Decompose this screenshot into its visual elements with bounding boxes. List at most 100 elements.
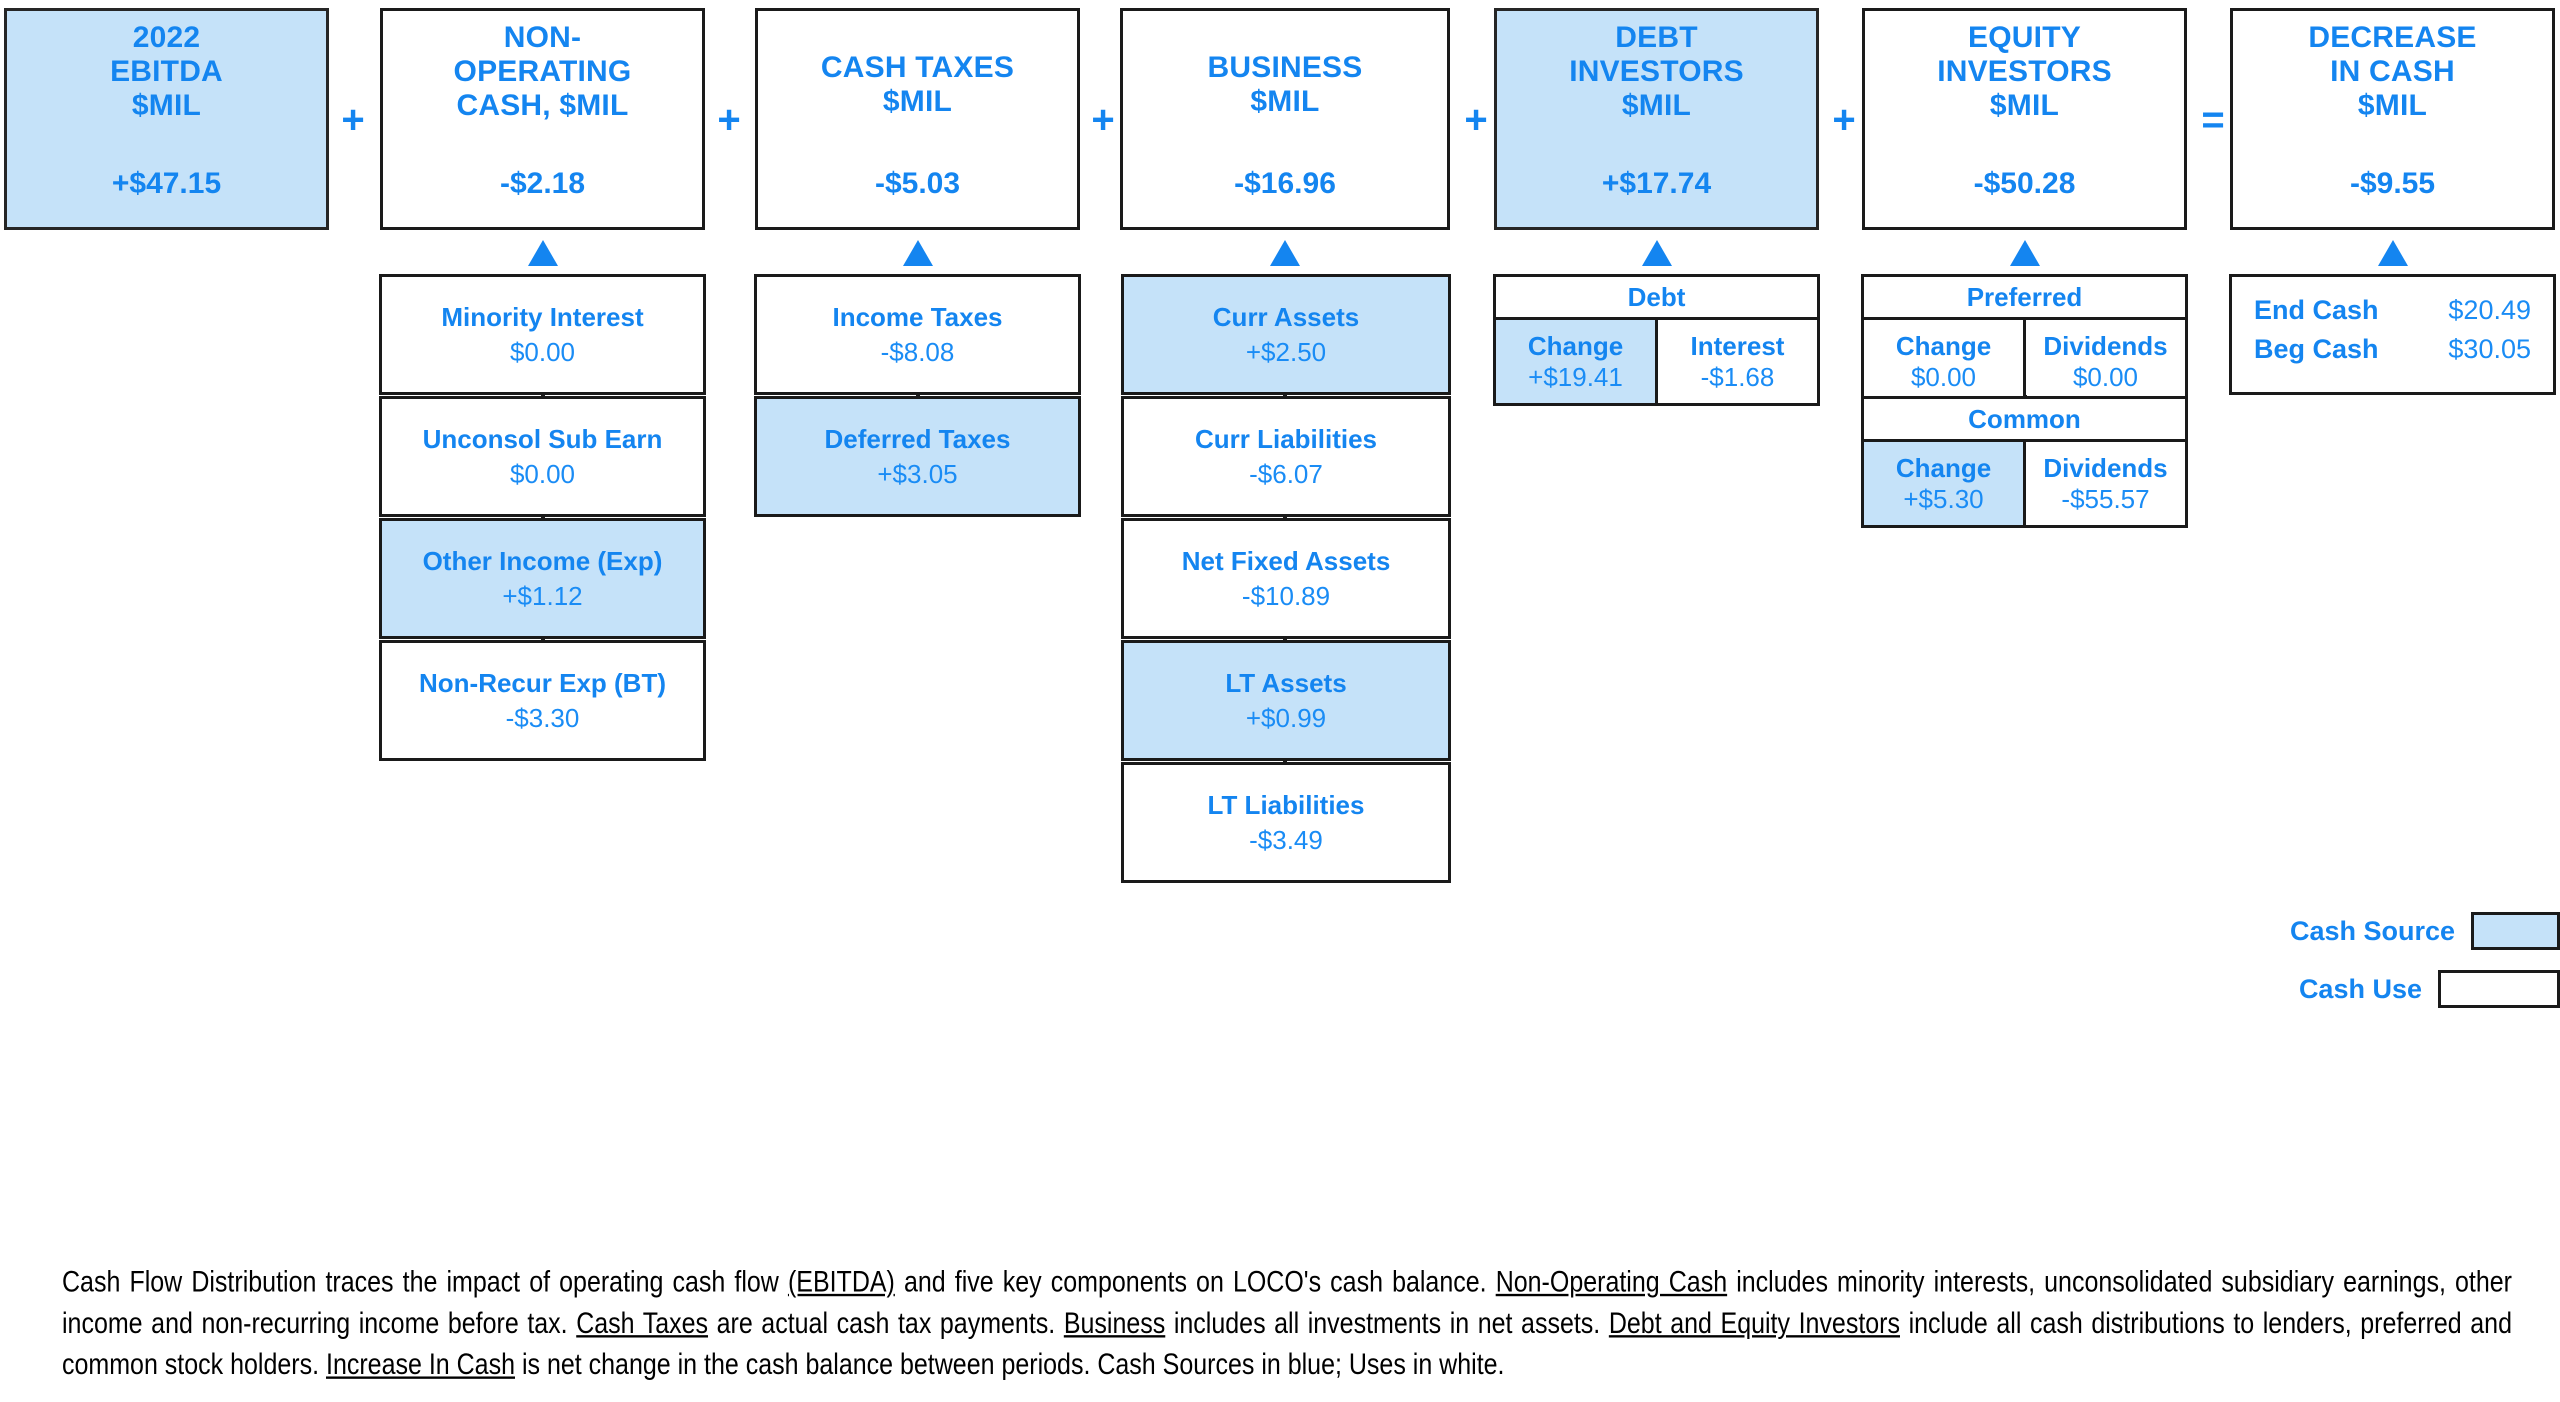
sub-box-value: +$1.12: [502, 580, 583, 611]
header-box-debt-investors[interactable]: DEBT INVESTORS $MIL +$17.74: [1494, 8, 1819, 230]
mini-table-cell-value: +$5.30: [1903, 483, 1984, 514]
header-box-cash-taxes[interactable]: CASH TAXES $MIL -$5.03: [755, 8, 1080, 230]
header-title-line: EBITDA: [110, 55, 223, 88]
arrow-up-icon: [527, 240, 558, 266]
sub-box-label: LT Liabilities: [1207, 789, 1365, 820]
sub-box-minority-interest[interactable]: Minority Interest $0.00: [379, 274, 706, 395]
footnote-underlined-term: Debt and Equity Investors: [1608, 1306, 1900, 1340]
cash-summary-label: Beg Cash: [2254, 334, 2379, 364]
cash-summary-row-beg-cash: Beg Cash $30.05: [2254, 334, 2531, 365]
sub-box-net-fixed-assets[interactable]: Net Fixed Assets -$10.89: [1121, 518, 1451, 639]
column-cash-taxes: CASH TAXES $MIL -$5.03 Income Taxes -$8.…: [754, 8, 1081, 517]
header-title-line: 2022: [132, 21, 201, 54]
legend-swatch-cash-source: [2471, 912, 2560, 950]
operator-plus-3: +: [1091, 98, 1115, 142]
sub-box-value: +$2.50: [1245, 336, 1327, 367]
header-box-equity-investors[interactable]: EQUITY INVESTORS $MIL -$50.28: [1862, 8, 2187, 230]
cash-summary-box[interactable]: End Cash $20.49 Beg Cash $30.05: [2229, 274, 2556, 395]
mini-table-cell-label: Change: [1895, 452, 1992, 483]
footnote-underlined-term: Increase In Cash: [326, 1348, 515, 1382]
footnote-underlined-term: Business: [1063, 1306, 1166, 1340]
operator-plus-5: +: [1832, 98, 1856, 142]
column-non-operating-cash: NON- OPERATING CASH, $MIL -$2.18 Minorit…: [379, 8, 706, 761]
sub-box-value: -$6.07: [1249, 458, 1323, 489]
legend: Cash Source Cash Use: [2290, 912, 2560, 1028]
cash-flow-distribution-diagram: 2022 EBITDA $MIL +$47.15 + NON- OPERATIN…: [4, 8, 2556, 883]
legend-swatch-cash-use: [2438, 970, 2560, 1008]
cash-summary-label: End Cash: [2254, 295, 2379, 325]
legend-label-cash-use: Cash Use: [2298, 973, 2422, 1004]
sub-box-label: LT Assets: [1225, 667, 1347, 698]
header-value-debt-investors: +$17.74: [1601, 167, 1712, 200]
header-value-non-operating-cash: -$2.18: [499, 167, 586, 200]
header-box-decrease-in-cash[interactable]: DECREASE IN CASH $MIL -$9.55: [2230, 8, 2555, 230]
column-equity-investors: EQUITY INVESTORS $MIL -$50.28 Preferred …: [1861, 8, 2188, 528]
header-box-ebitda[interactable]: 2022 EBITDA $MIL +$47.15: [4, 8, 329, 230]
mini-table-cell-interest[interactable]: Interest -$1.68: [1655, 320, 1817, 403]
header-title-line: INVESTORS: [1569, 55, 1744, 88]
mini-table-cell-change[interactable]: Change +$5.30: [1864, 442, 2023, 525]
sub-box-label: Curr Liabilities: [1194, 423, 1378, 454]
legend-label-cash-source: Cash Source: [2290, 915, 2456, 946]
footnote-text-segment: and five key components on LOCO's cash b…: [894, 1265, 1496, 1299]
header-box-business[interactable]: BUSINESS $MIL -$16.96: [1120, 8, 1450, 230]
arrow-up-icon: [902, 240, 933, 266]
mini-table-cell-value: -$1.68: [1700, 361, 1775, 392]
mini-table-heading: Debt: [1496, 277, 1817, 320]
footnote-text-segment: Sources in blue; Uses in white.: [1162, 1348, 1505, 1382]
arrow-up-icon: [1641, 240, 1672, 266]
sub-box-non-recur-exp-bt[interactable]: Non-Recur Exp (BT) -$3.30: [379, 640, 706, 761]
footnote-underlined-term: Non-Operating Cash: [1495, 1265, 1728, 1299]
sub-box-value: -$8.08: [880, 336, 955, 367]
header-title-line: NON-: [503, 21, 582, 54]
header-title-line: EQUITY: [1968, 21, 2081, 54]
mini-table-cell-change[interactable]: Change +$19.41: [1496, 320, 1655, 403]
arrow-up-icon: [2009, 240, 2040, 266]
column-ebitda: 2022 EBITDA $MIL +$47.15: [4, 8, 329, 230]
sub-box-label: Income Taxes: [832, 301, 1003, 332]
sub-box-label: Non-Recur Exp (BT): [419, 667, 666, 698]
mini-table-cell-label: Dividends: [2043, 330, 2168, 361]
arrow-up-icon: [1270, 240, 1300, 266]
mini-table-preferred[interactable]: Preferred Change $0.00 Dividends $0.00: [1861, 274, 2188, 406]
sub-box-income-taxes[interactable]: Income Taxes -$8.08: [754, 274, 1081, 395]
mini-table-cell-dividends[interactable]: Dividends -$55.57: [2023, 442, 2185, 525]
mini-table-common[interactable]: Common Change +$5.30 Dividends -$55.57: [1861, 396, 2188, 528]
sub-box-curr-assets[interactable]: Curr Assets +$2.50: [1121, 274, 1451, 395]
footnote-text-segment: include all cash distributions to lender…: [62, 1306, 2512, 1382]
mini-table-debt[interactable]: Debt Change +$19.41 Interest -$1.68: [1493, 274, 1820, 406]
header-box-non-operating-cash[interactable]: NON- OPERATING CASH, $MIL -$2.18: [380, 8, 705, 230]
legend-row-cash-use: Cash Use: [2290, 970, 2560, 1008]
operator-plus-4: +: [1464, 98, 1488, 142]
mini-table-cell-value: +$19.41: [1528, 361, 1623, 392]
mini-table-cell-value: $0.00: [1910, 361, 1977, 392]
sub-box-value: $0.00: [509, 458, 576, 489]
sub-box-lt-assets[interactable]: LT Assets +$0.99: [1121, 640, 1451, 761]
cash-summary-row-end-cash: End Cash $20.49: [2254, 295, 2531, 326]
footnote-text-segment: includes all investments in net assets.: [1165, 1306, 1601, 1340]
header-value-business: -$16.96: [1234, 167, 1336, 200]
sub-box-label: Curr Assets: [1212, 301, 1360, 332]
header-value-decrease-in-cash: -$9.55: [2349, 167, 2436, 200]
column-decrease-in-cash: DECREASE IN CASH $MIL -$9.55 End Cash $2…: [2229, 8, 2556, 395]
sub-box-deferred-taxes[interactable]: Deferred Taxes +$3.05: [754, 396, 1081, 517]
header-title-line: CASH, $MIL: [456, 89, 629, 122]
sub-box-other-income-exp[interactable]: Other Income (Exp) +$1.12: [379, 518, 706, 639]
sub-box-value: -$3.49: [1249, 824, 1323, 855]
sub-box-label: Net Fixed Assets: [1181, 545, 1391, 576]
sub-box-curr-liabilities[interactable]: Curr Liabilities -$6.07: [1121, 396, 1451, 517]
footnote-text-segment: Cash Flow Distribution traces the impact…: [62, 1265, 788, 1299]
sub-box-lt-liabilities[interactable]: LT Liabilities -$3.49: [1121, 762, 1451, 883]
mini-table-cell-change[interactable]: Change $0.00: [1864, 320, 2023, 403]
header-title-line: $MIL: [2357, 89, 2428, 122]
mini-table-cell-label: Interest: [1690, 330, 1785, 361]
header-title-line: $MIL: [131, 89, 202, 122]
mini-table-cell-dividends[interactable]: Dividends $0.00: [2023, 320, 2185, 403]
footnote-text-segment: are actual cash tax payments.: [708, 1306, 1064, 1340]
sub-box-unconsol-sub-earn[interactable]: Unconsol Sub Earn $0.00: [379, 396, 706, 517]
header-value-ebitda: +$47.15: [111, 167, 222, 200]
mini-table-cell-value: $0.00: [2072, 361, 2139, 392]
header-title-line: DECREASE: [2308, 21, 2477, 54]
header-title-line: $MIL: [1621, 89, 1692, 122]
footnote-underlined-term: (EBITDA): [787, 1265, 895, 1299]
